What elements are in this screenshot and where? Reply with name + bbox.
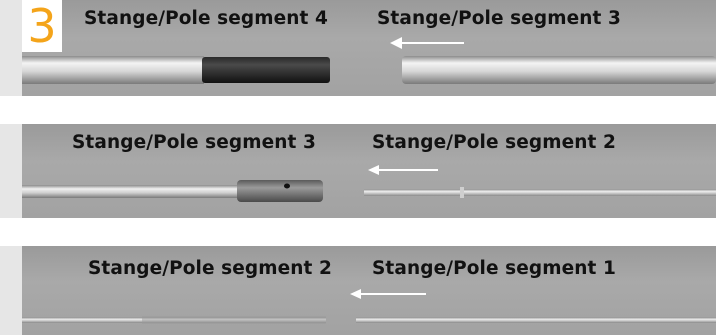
right-segment-label: Stange/Pole segment 3 (377, 8, 622, 29)
pole-segment-4 (22, 56, 330, 84)
step-number: 3 (22, 0, 62, 52)
assembly-row-1: Stange/Pole segment 4 Stange/Pole segmen… (22, 0, 716, 96)
pole-segment-3 (402, 56, 716, 84)
pole-segment-3 (22, 180, 323, 202)
separator (0, 218, 716, 246)
left-segment-label: Stange/Pole segment 4 (84, 8, 329, 29)
pole-segment-2 (364, 187, 716, 198)
pole-segment-2 (22, 316, 326, 324)
left-arrow-icon (368, 165, 438, 175)
right-segment-label: Stange/Pole segment 2 (372, 132, 617, 153)
left-segment-label: Stange/Pole segment 2 (88, 258, 333, 279)
left-segment-label: Stange/Pole segment 3 (72, 132, 317, 153)
assembly-row-3: Stange/Pole segment 2 Stange/Pole segmen… (22, 246, 716, 335)
left-arrow-icon (390, 37, 464, 49)
pole-segment-1 (356, 317, 716, 323)
assembly-row-2: Stange/Pole segment 3 Stange/Pole segmen… (22, 124, 716, 218)
separator (0, 96, 716, 124)
left-arrow-icon (350, 289, 426, 299)
right-segment-label: Stange/Pole segment 1 (372, 258, 617, 279)
